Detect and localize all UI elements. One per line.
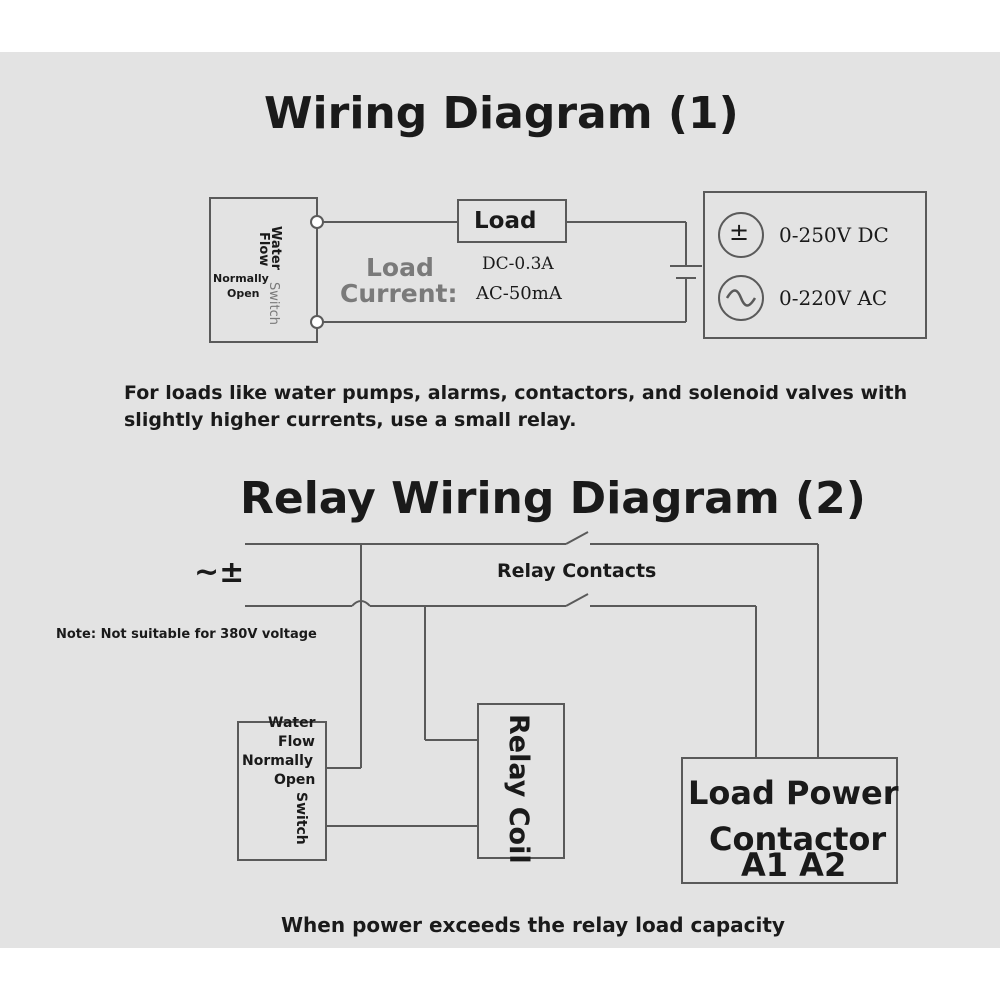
switch1-label-switch: Switch	[266, 282, 281, 325]
switch2-label-flow: Flow	[278, 734, 315, 750]
supply-ac-label: 0-220V AC	[779, 286, 888, 310]
terminal-top	[310, 215, 324, 229]
dc-symbol-icon	[718, 212, 764, 258]
contactor-label-3: A1 A2	[741, 846, 847, 884]
relay-contacts-label: Relay Contacts	[497, 560, 657, 582]
switch2-label-open: Open	[274, 772, 316, 788]
current-ac-value: AC-50mA	[476, 283, 562, 304]
diagram1-note-line2: slightly higher currents, use a small re…	[124, 409, 577, 431]
supply-box	[703, 191, 927, 339]
footer-note: When power exceeds the relay load capaci…	[281, 913, 785, 937]
contactor-label-2: Contactor	[709, 820, 887, 858]
relay-coil-label: Relay Coil	[503, 714, 534, 864]
dc-symbol: ±	[729, 218, 750, 246]
terminal-bottom	[310, 315, 324, 329]
diagram2-title: Relay Wiring Diagram (2)	[240, 473, 866, 524]
load-box	[457, 199, 567, 243]
diagram1-title: Wiring Diagram (1)	[264, 88, 739, 139]
switch1-state-normally: Normally	[213, 272, 269, 285]
contactor-label-1: Load Power	[688, 774, 899, 812]
switch1-state-open: Open	[227, 287, 260, 300]
load-current-label-1: Load	[366, 253, 434, 282]
current-dc-value: DC-0.3A	[482, 254, 554, 274]
voltage-note: Note: Not suitable for 380V voltage	[56, 627, 317, 642]
ac-symbol-icon	[718, 275, 764, 321]
load-current-label-2: Current:	[340, 279, 458, 308]
supply-dc-label: 0-250V DC	[779, 223, 889, 247]
switch1-label-flow: Flow	[256, 232, 271, 267]
supply-symbol: ~±	[194, 555, 245, 590]
switch2-label-switch: Switch	[293, 792, 309, 845]
switch2-label-water: Water	[268, 715, 316, 731]
load-label: Load	[474, 208, 537, 234]
switch-box-1	[209, 197, 318, 343]
contactor-box	[681, 757, 898, 884]
switch-box-2	[237, 721, 327, 861]
diagram1-note-line1: For loads like water pumps, alarms, cont…	[124, 382, 908, 404]
switch2-label-normally: Normally	[242, 753, 313, 769]
relay-coil-box	[477, 703, 565, 859]
